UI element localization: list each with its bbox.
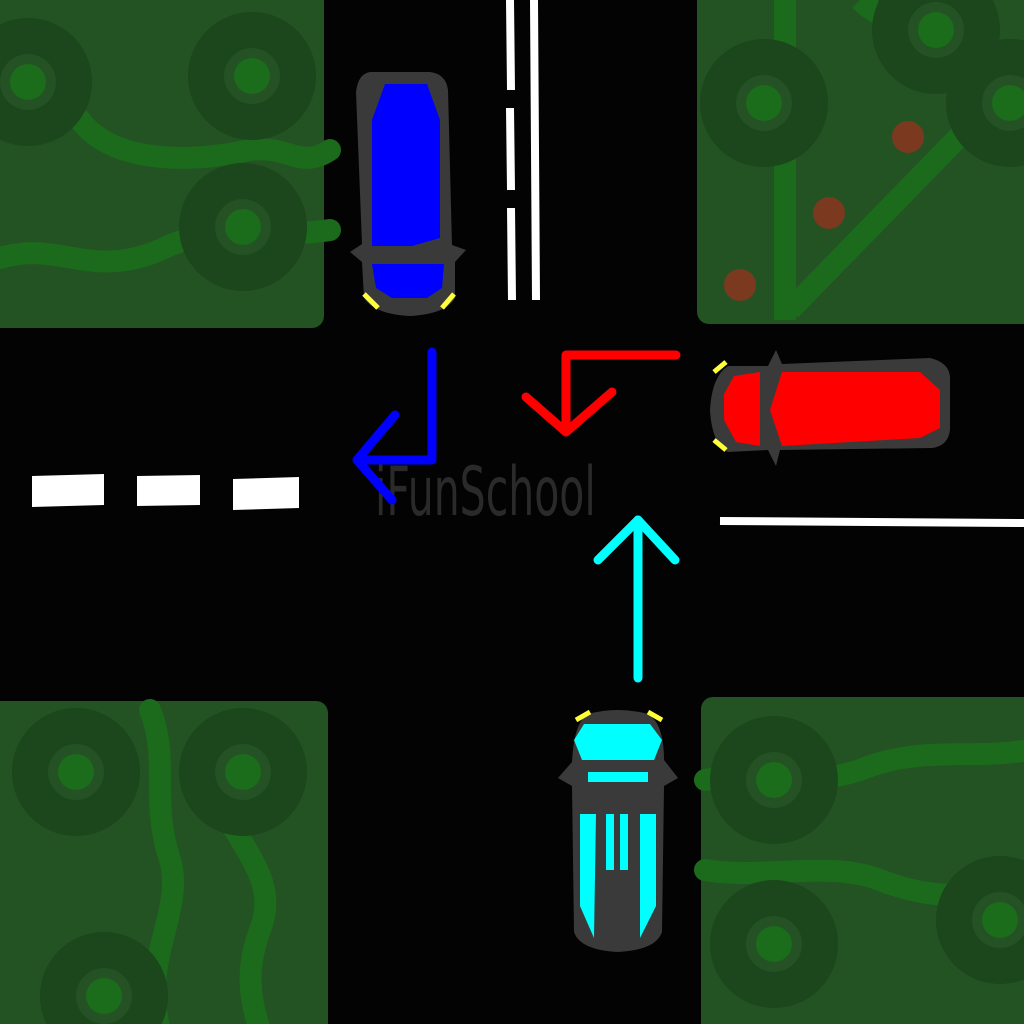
berry-icon <box>892 121 924 153</box>
grass-block-top-left <box>0 0 341 328</box>
tree-icon <box>179 163 307 291</box>
tree-icon <box>710 880 838 1008</box>
lane-marking-west <box>32 474 299 510</box>
cyan-car[interactable] <box>558 709 678 952</box>
grass-block-bottom-right <box>694 697 1024 1024</box>
tree-icon <box>700 39 828 167</box>
blue-car[interactable] <box>350 72 466 316</box>
berry-icon <box>724 269 756 301</box>
berry-icon <box>813 197 845 229</box>
tree-icon <box>12 708 140 836</box>
watermark: iFunSchool <box>375 453 596 532</box>
red-left-turn-arrow-icon <box>521 350 681 437</box>
tree-icon <box>710 716 838 844</box>
tree-icon <box>179 708 307 836</box>
stop-line-east <box>719 517 1024 527</box>
red-car[interactable] <box>710 350 950 466</box>
grass-block-bottom-left <box>0 699 328 1024</box>
tree-icon <box>188 12 316 140</box>
cyan-straight-arrow-icon <box>593 515 680 683</box>
grass-block-top-right <box>697 0 1024 324</box>
lane-marking-north <box>506 0 540 301</box>
blue-right-turn-arrow-icon <box>352 347 437 505</box>
